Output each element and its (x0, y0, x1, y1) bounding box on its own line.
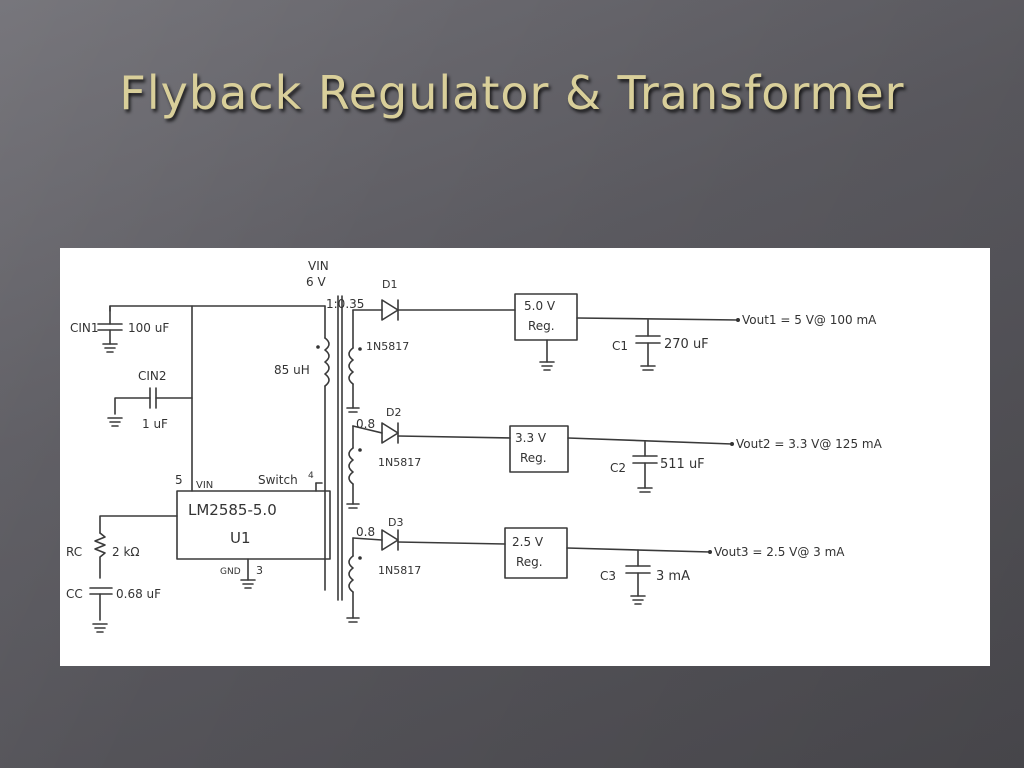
vin-label: VIN (308, 259, 329, 273)
d2-part: 1N5817 (378, 456, 421, 469)
schematic-panel: VIN 6 V 1:0.35 0.8 0.8 85 uH CIN1 100 uF… (60, 248, 990, 666)
d1-label: D1 (382, 278, 397, 291)
output-channel-3 (352, 527, 711, 605)
cin1-label: CIN1 (70, 321, 99, 335)
c1-value: 270 uF (664, 337, 709, 352)
reg3-label: Reg. (516, 555, 543, 569)
cin2-label: CIN2 (138, 369, 167, 383)
d3-part: 1N5817 (378, 564, 421, 577)
rc-label: RC (66, 545, 82, 559)
ic-reference: U1 (230, 529, 251, 547)
c2-value: 511 uF (660, 457, 705, 472)
reg2-label: Reg. (520, 451, 547, 465)
cc-value: 0.68 uF (116, 587, 161, 601)
ic-gnd-pin: 3 (256, 564, 263, 577)
c3-value: 3 mA (656, 569, 690, 584)
primary-inductance: 85 uH (274, 363, 310, 377)
ic-switch-label: Switch (258, 473, 298, 487)
c2-label: C2 (610, 461, 626, 475)
d2-label: D2 (386, 406, 401, 419)
reg1-label: Reg. (528, 319, 555, 333)
turns-ratio-2: 0.8 (356, 417, 375, 431)
reg3-voltage: 2.5 V (512, 535, 544, 549)
vin-value: 6 V (306, 275, 326, 289)
schematic-drawing: VIN 6 V 1:0.35 0.8 0.8 85 uH CIN1 100 uF… (66, 259, 883, 633)
ic-part-number: LM2585-5.0 (188, 501, 277, 519)
reg1-voltage: 5.0 V (524, 299, 556, 313)
cc-label: CC (66, 587, 83, 601)
ic-switch-pin: 4 (308, 471, 314, 481)
rc-value: 2 kΩ (112, 545, 140, 559)
slide-title: Flyback Regulator & Transformer (119, 66, 905, 120)
c3-label: C3 (600, 569, 616, 583)
vout2-spec: Vout2 = 3.3 V@ 125 mA (736, 437, 883, 451)
d3-label: D3 (388, 516, 403, 529)
turns-ratio-3: 0.8 (356, 525, 375, 539)
d1-part: 1N5817 (366, 340, 409, 353)
vout3-spec: Vout3 = 2.5 V@ 3 mA (714, 545, 845, 559)
ic-vin-pin: VIN (196, 480, 213, 491)
polarity-dots (316, 345, 362, 560)
ic-pin5: 5 (175, 473, 183, 487)
vout1-terminal (736, 318, 740, 322)
c1-label: C1 (612, 339, 628, 353)
vout1-spec: Vout1 = 5 V@ 100 mA (742, 313, 877, 327)
vout3-terminal (708, 550, 712, 554)
transformer (324, 295, 360, 623)
cin1-value: 100 uF (128, 321, 169, 335)
vout2-terminal (730, 442, 734, 446)
input-wiring (89, 305, 331, 633)
cin2-value: 1 uF (142, 417, 168, 431)
turns-ratio-1: 1:0.35 (326, 297, 364, 311)
output-channel-2 (352, 422, 733, 493)
ic-gnd-label: GND (220, 567, 241, 577)
reg2-voltage: 3.3 V (515, 431, 547, 445)
output-channel-1 (352, 293, 739, 371)
